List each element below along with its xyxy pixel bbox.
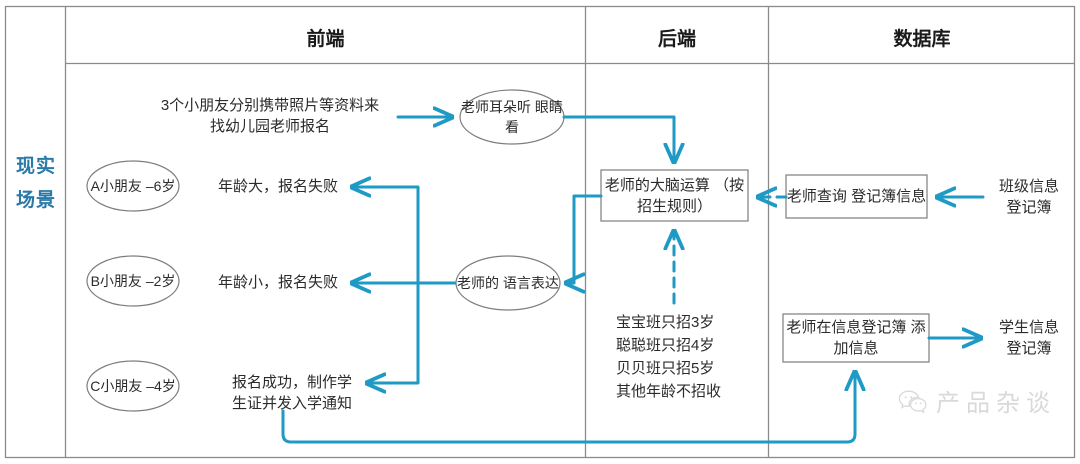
flow-connectors — [281, 115, 985, 444]
lane-label-reality: 现实场景 — [15, 156, 56, 211]
result-b-text: 年龄小，报名失败 — [217, 274, 338, 291]
box-add-info-label: 老师在信息登记簿 添加信息 — [786, 319, 926, 357]
edge-sense-to-brain — [562, 115, 674, 162]
student-register-text: 学生信息 登记簿 — [998, 319, 1059, 357]
box-brain — [600, 169, 749, 222]
oval-kid-c-label: C小朋友 –4岁 — [90, 378, 176, 394]
oval-kid-a — [86, 160, 180, 212]
table-grid — [4, 5, 1076, 459]
result-a-text: 年龄大，报名失败 — [217, 178, 338, 195]
oval-kid-a-label: A小朋友 –6岁 — [90, 178, 176, 194]
edge-result-c-to-add-info — [281, 372, 855, 444]
header-frontend: 前端 — [306, 29, 345, 50]
header-backend: 后端 — [657, 29, 696, 50]
edge-speech-to-result-c — [367, 281, 420, 383]
edge-speech-to-result-a — [352, 187, 457, 285]
ellipse-shapes — [86, 89, 565, 412]
oval-kid-b — [86, 255, 180, 307]
intro-text: 3个小朋友分别携带照片等资料来 找幼儿园老师报名 — [160, 97, 380, 135]
box-brain-label: 老师的大脑运算 （按招生规则） — [604, 176, 745, 215]
watermark-text: 产品杂谈 — [936, 389, 1056, 417]
box-query — [785, 174, 928, 219]
rules-text: 宝宝班只招3岁 聪聪班只招4岁 贝贝班只招5岁 其他年龄不招收 — [616, 314, 722, 400]
oval-kid-c — [86, 360, 180, 412]
edge-brain-to-speech — [566, 194, 603, 283]
header-database: 数据库 — [893, 29, 951, 50]
class-register-text: 班级信息 登记簿 — [998, 178, 1059, 216]
oval-kid-b-label: B小朋友 –2岁 — [90, 273, 176, 289]
oval-speech-label: 老师的 语言表达 — [457, 275, 559, 291]
box-shapes — [600, 169, 930, 363]
watermark: 产品杂谈 — [898, 383, 1056, 418]
result-c-text: 报名成功，制作学 生证并发入学通知 — [231, 374, 352, 412]
box-query-label: 老师查询 登记簿信息 — [786, 188, 927, 205]
oval-sense-label: 老师耳朵听 眼睛看 — [461, 99, 563, 135]
wechat-icon — [898, 389, 928, 413]
